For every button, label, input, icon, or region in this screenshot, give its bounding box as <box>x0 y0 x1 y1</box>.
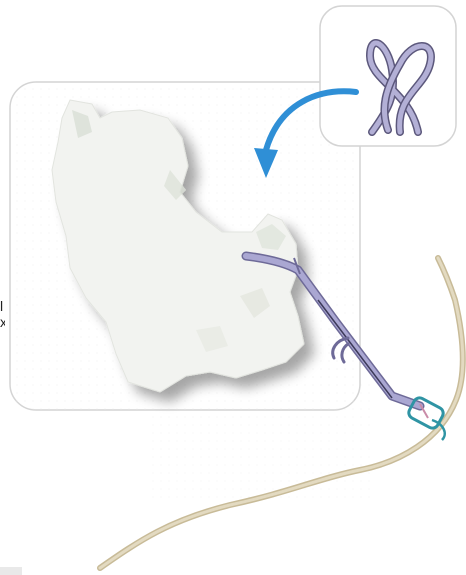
edge-label-1: l <box>0 299 5 314</box>
corner-mark <box>0 567 22 575</box>
edge-label-2: x <box>0 315 5 330</box>
